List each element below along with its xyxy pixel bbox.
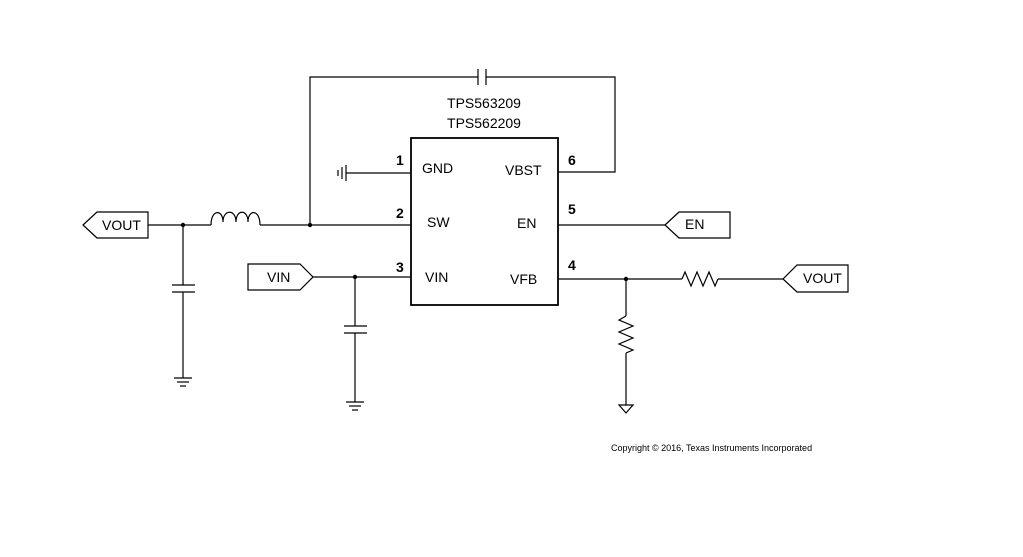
vfb-wire xyxy=(558,270,783,288)
sw-inductor-wire xyxy=(148,211,411,228)
output-capacitor xyxy=(172,225,195,387)
pin-number-3: 3 xyxy=(396,259,404,275)
en-label: EN xyxy=(685,216,704,232)
pin-number-2: 2 xyxy=(396,205,404,221)
vout-right-port: VOUT xyxy=(782,264,849,293)
en-port: EN xyxy=(664,211,731,239)
pin-name-gnd: GND xyxy=(422,160,453,176)
pin-number-6: 6 xyxy=(568,152,576,168)
vout-left-port: VOUT xyxy=(82,211,149,239)
vin-wire xyxy=(313,274,411,280)
ic-body xyxy=(410,137,559,306)
part-number-2: TPS562209 xyxy=(447,115,521,131)
pin-number-5: 5 xyxy=(568,201,576,217)
pin-name-sw: SW xyxy=(427,214,450,230)
feedback-low-resistor xyxy=(617,279,635,414)
vout-left-label: VOUT xyxy=(102,217,141,233)
pin-name-vin: VIN xyxy=(425,269,448,285)
pin-name-vfb: VFB xyxy=(510,271,537,287)
part-number-1: TPS563209 xyxy=(447,95,521,111)
vin-port: VIN xyxy=(247,263,314,291)
junction-dot-sw xyxy=(307,222,313,228)
input-capacitor xyxy=(344,277,367,411)
vin-label: VIN xyxy=(267,269,290,285)
pin-number-1: 1 xyxy=(396,152,404,168)
bootstrap-capacitor-loop xyxy=(309,69,616,225)
vout-right-label: VOUT xyxy=(803,270,842,286)
gnd-pin-wire xyxy=(337,165,411,181)
copyright-text: Copyright © 2016, Texas Instruments Inco… xyxy=(611,443,812,453)
pin-number-4: 4 xyxy=(568,257,576,273)
pin-name-en: EN xyxy=(517,215,536,231)
pin-name-vbst: VBST xyxy=(505,162,542,178)
